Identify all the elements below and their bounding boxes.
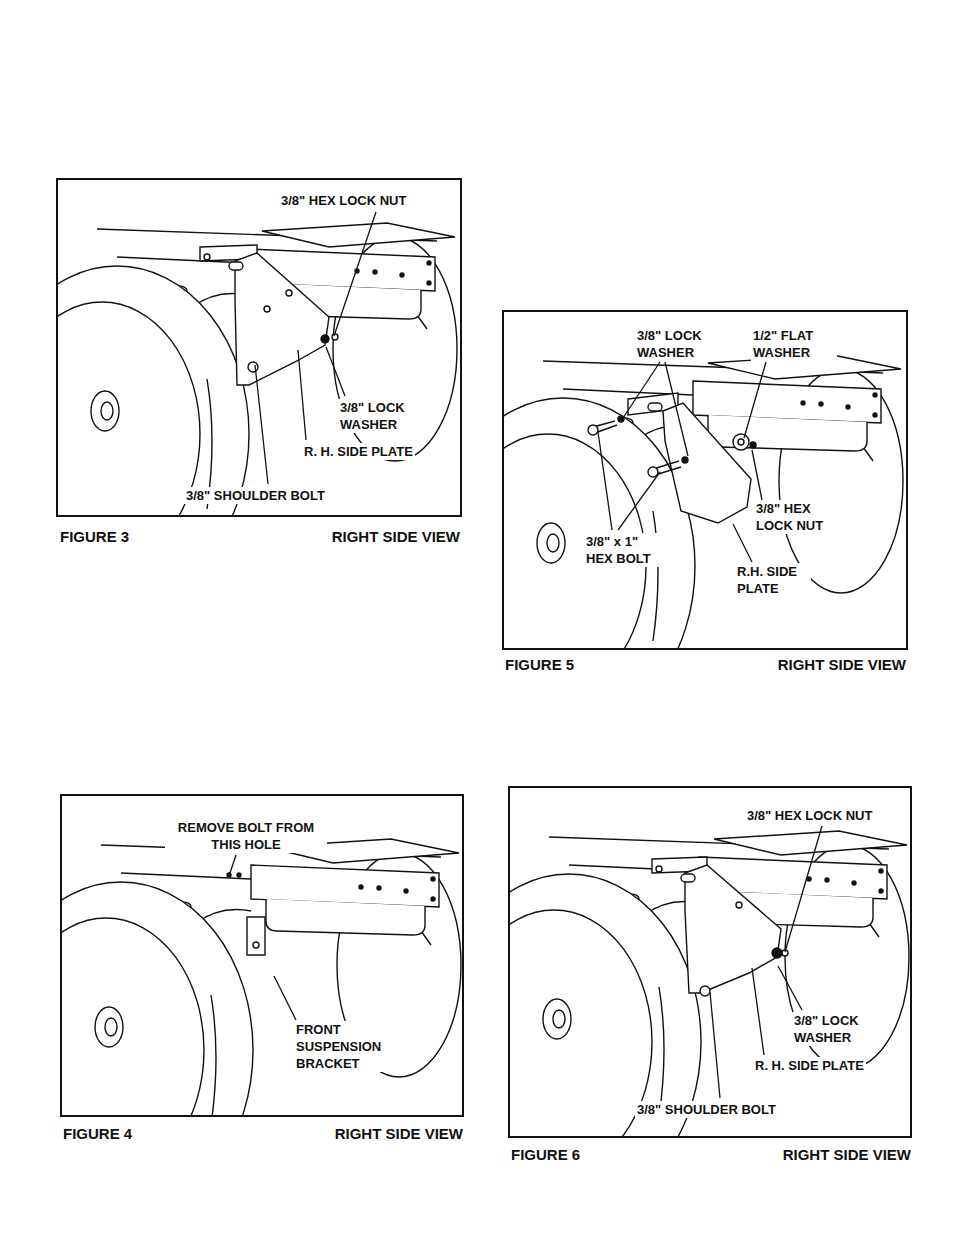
part-label: 3/8" HEX LOCK NUT	[745, 807, 874, 824]
figure-caption: RIGHT SIDE VIEW	[270, 528, 462, 546]
part-label: REMOVE BOLT FROM THIS HOLE	[165, 819, 327, 853]
figure-caption: RIGHT SIDE VIEW	[716, 656, 908, 674]
part-label: 3/8" HEX LOCK NUT	[754, 500, 834, 534]
part-label: 3/8" SHOULDER BOLT	[184, 487, 327, 504]
part-label: 3/8" LOCK WASHER	[792, 1012, 878, 1046]
figure-caption: FIGURE 6	[509, 1146, 582, 1164]
figure-caption: RIGHT SIDE VIEW	[273, 1125, 465, 1143]
part-label: 3/8" SHOULDER BOLT	[635, 1101, 778, 1118]
part-label: 3/8" LOCK WASHER	[635, 327, 721, 361]
part-label: 3/8" HEX LOCK NUT	[279, 192, 408, 209]
part-label: 3/8" x 1" HEX BOLT	[584, 533, 662, 567]
part-label: R. H. SIDE PLATE	[753, 1057, 866, 1074]
figure-caption: FIGURE 3	[58, 528, 131, 546]
figure-caption: RIGHT SIDE VIEW	[721, 1146, 913, 1164]
figure-caption: FIGURE 5	[503, 656, 576, 674]
part-label: FRONT SUSPENSION BRACKET	[294, 1021, 396, 1072]
part-label: 1/2" FLAT WASHER	[751, 327, 837, 361]
part-label: R. H. SIDE PLATE	[302, 443, 415, 460]
part-label: 3/8" LOCK WASHER	[338, 399, 424, 433]
part-label: R.H. SIDE PLATE	[735, 563, 811, 597]
figure-caption: FIGURE 4	[61, 1125, 134, 1143]
